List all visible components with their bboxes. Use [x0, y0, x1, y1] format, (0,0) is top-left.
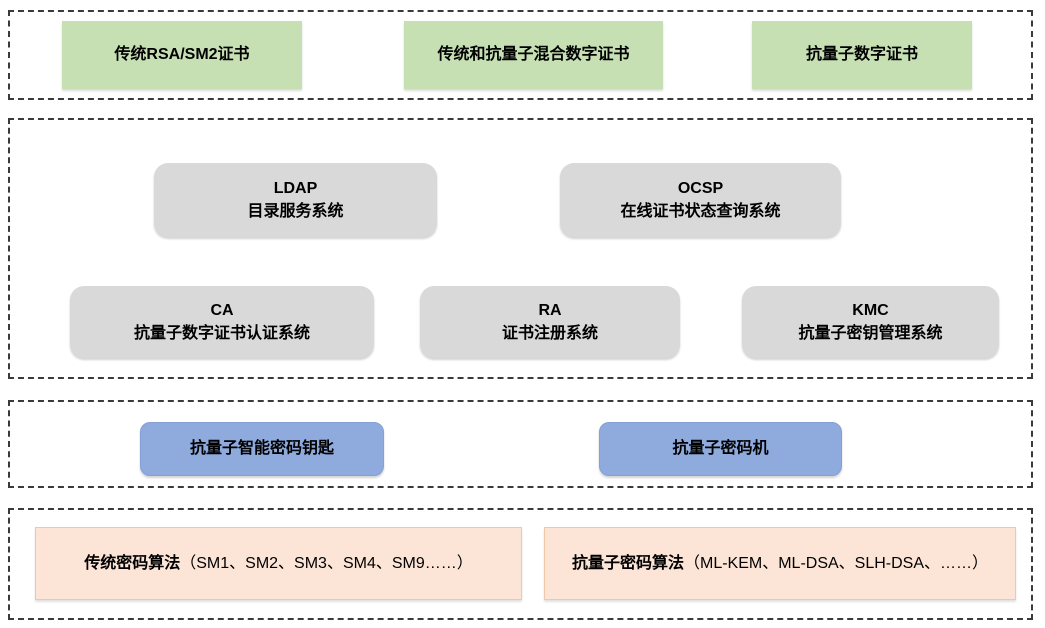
box-pq-smart-crypto-key: 抗量子智能密码钥匙 — [140, 422, 384, 476]
algorithm-label: 传统密码算法（SM1、SM2、SM3、SM4、SM9……） — [84, 552, 473, 575]
box-pq-crypto-machine: 抗量子密码机 — [599, 422, 842, 476]
box-post-quantum-digital-certificate: 抗量子数字证书 — [752, 21, 972, 89]
box-post-quantum-crypto-algorithms: 抗量子密码算法（ML-KEM、ML-DSA、SLH-DSA、……） — [544, 527, 1016, 600]
system-acronym: CA — [210, 301, 234, 319]
system-name: 在线证书状态查询系统 — [620, 203, 781, 220]
box-kmc-key-management-system: KMC 抗量子密钥管理系统 — [742, 286, 999, 358]
certificate-label: 传统RSA/SM2证书 — [114, 46, 250, 64]
system-acronym: KMC — [852, 301, 889, 319]
algorithm-name: 传统密码算法 — [84, 554, 181, 572]
certificate-label: 抗量子数字证书 — [805, 46, 918, 64]
system-acronym: LDAP — [273, 179, 318, 197]
layer-devices: 抗量子智能密码钥匙 抗量子密码机 — [8, 400, 1033, 488]
layer-certificates: 传统RSA/SM2证书 传统和抗量子混合数字证书 抗量子数字证书 — [8, 10, 1033, 100]
system-acronym: RA — [538, 301, 562, 319]
algorithm-detail: （SM1、SM2、SM3、SM4、SM9……） — [180, 554, 473, 572]
device-label: 抗量子密码机 — [672, 440, 769, 458]
device-label: 抗量子智能密码钥匙 — [189, 440, 334, 458]
algorithm-detail: （ML-KEM、ML-DSA、SLH-DSA、……） — [683, 554, 989, 572]
box-ldap-directory-system: LDAP 目录服务系统 — [154, 163, 437, 237]
system-acronym: OCSP — [677, 179, 724, 197]
layer-algorithms: 传统密码算法（SM1、SM2、SM3、SM4、SM9……） 抗量子密码算法（ML… — [8, 508, 1033, 620]
algorithm-label: 抗量子密码算法（ML-KEM、ML-DSA、SLH-DSA、……） — [572, 552, 988, 575]
system-name: 目录服务系统 — [247, 203, 344, 220]
system-name: 抗量子数字证书认证系统 — [133, 325, 310, 342]
box-hybrid-digital-certificate: 传统和抗量子混合数字证书 — [404, 21, 663, 89]
system-name: 抗量子密钥管理系统 — [798, 325, 943, 342]
box-ocsp-status-system: OCSP 在线证书状态查询系统 — [560, 163, 841, 237]
box-ca-certification-system: CA 抗量子数字证书认证系统 — [70, 286, 374, 358]
box-traditional-crypto-algorithms: 传统密码算法（SM1、SM2、SM3、SM4、SM9……） — [35, 527, 522, 600]
layer-systems: LDAP 目录服务系统 OCSP 在线证书状态查询系统 CA 抗量子数字证书认证… — [8, 118, 1033, 379]
system-name: 证书注册系统 — [501, 325, 598, 342]
certificate-label: 传统和抗量子混合数字证书 — [437, 46, 630, 64]
box-traditional-rsa-sm2-certificate: 传统RSA/SM2证书 — [62, 21, 302, 89]
box-ra-registration-system: RA 证书注册系统 — [420, 286, 680, 358]
algorithm-name: 抗量子密码算法 — [571, 554, 684, 572]
